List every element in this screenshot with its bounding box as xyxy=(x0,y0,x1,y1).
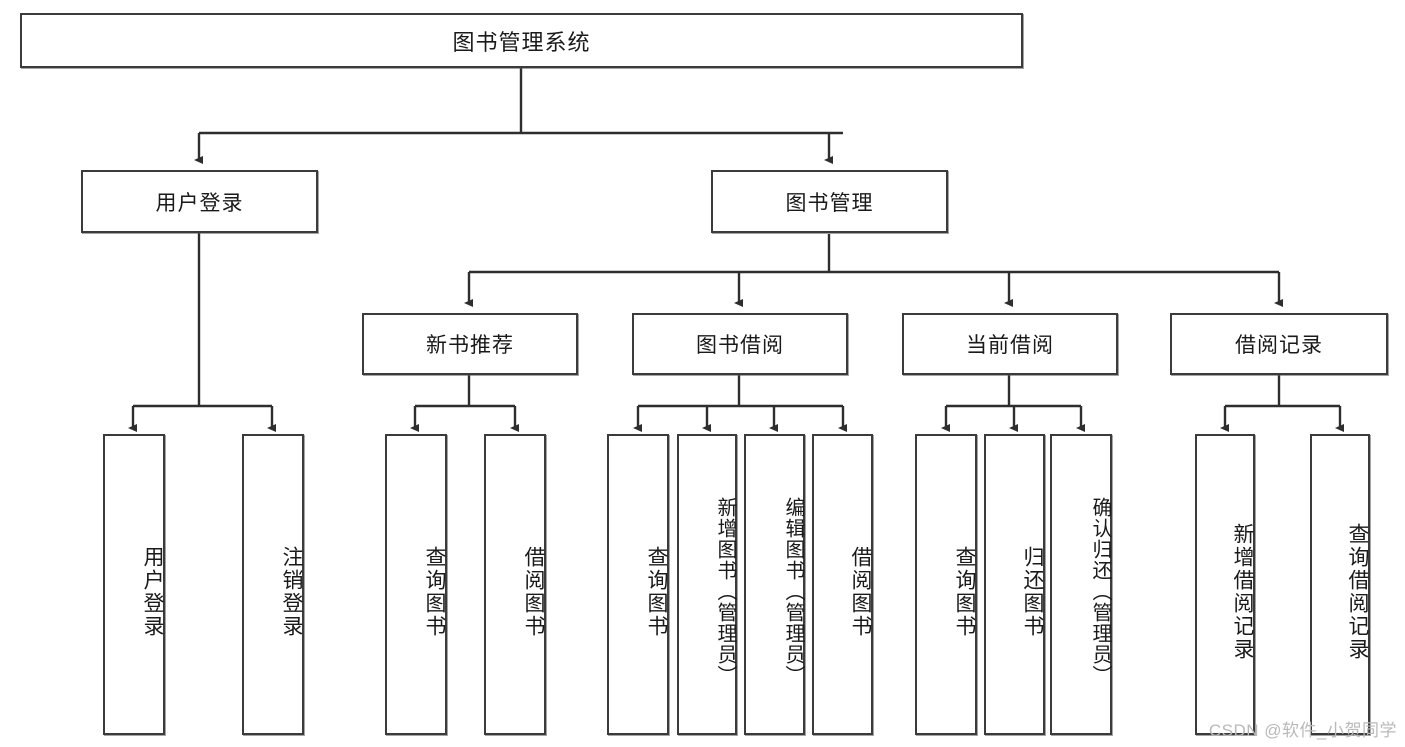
watermark-text: CSDN @软件_小贺同学 xyxy=(1208,721,1397,740)
node-book-management[interactable]: 图书管理 xyxy=(711,170,948,233)
leaf-current-borrow-return[interactable]: 归还图书 xyxy=(984,434,1045,735)
node-new-book-recommend[interactable]: 新书推荐 xyxy=(362,313,578,375)
leaf-book-borrow-add-admin[interactable]: 新增图书（管理员） xyxy=(677,434,737,735)
leaf-new-book-query[interactable]: 查询图书 xyxy=(385,434,447,735)
node-user-login[interactable]: 用户登录 xyxy=(81,170,318,233)
node-borrow-records[interactable]: 借阅记录 xyxy=(1170,313,1388,375)
leaf-user-login-logout[interactable]: 注销登录 xyxy=(242,434,304,735)
leaf-book-borrow-edit-admin[interactable]: 编辑图书（管理员） xyxy=(744,434,805,735)
node-book-borrow[interactable]: 图书借阅 xyxy=(632,313,848,375)
leaf-book-borrow-borrow[interactable]: 借阅图书 xyxy=(812,434,873,735)
leaf-user-login-login[interactable]: 用户登录 xyxy=(103,434,165,735)
leaf-current-borrow-query[interactable]: 查询图书 xyxy=(915,434,977,735)
leaf-records-add[interactable]: 新增借阅记录 xyxy=(1195,434,1255,735)
leaf-book-borrow-query[interactable]: 查询图书 xyxy=(607,434,669,735)
node-current-borrow[interactable]: 当前借阅 xyxy=(902,313,1118,375)
leaf-new-book-borrow[interactable]: 借阅图书 xyxy=(484,434,546,735)
leaf-records-query[interactable]: 查询借阅记录 xyxy=(1310,434,1370,735)
node-root-system[interactable]: 图书管理系统 xyxy=(20,13,1023,68)
leaf-current-borrow-confirm-admin[interactable]: 确认归还（管理员） xyxy=(1050,434,1112,735)
